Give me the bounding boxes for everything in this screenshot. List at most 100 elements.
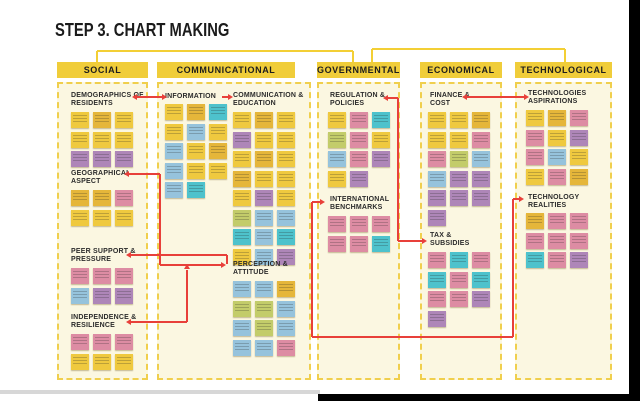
- connector-line-demographics-information: [137, 96, 162, 98]
- sticky-note: [548, 110, 566, 126]
- sticky-note: [255, 209, 273, 226]
- sticky-note: [255, 320, 273, 336]
- sticky-note: [277, 209, 295, 226]
- sticky-note: [372, 235, 390, 252]
- sticky-note: [428, 291, 446, 307]
- sticky-note: [277, 229, 295, 245]
- connector-line-social-governmental-bracket: [96, 51, 98, 62]
- connector-line-social-governmental-bracket: [352, 51, 354, 62]
- screen-edge-gray-line: [0, 390, 320, 394]
- sticky-note: [93, 334, 111, 350]
- sticky-note: [350, 170, 368, 187]
- sticky-note: [350, 112, 368, 128]
- sticky-note: [277, 190, 295, 206]
- section-label-technological-0: TECHNOLOGIES ASPIRATIONS: [528, 90, 587, 105]
- section-label-governmental-1: INTERNATIONAL BENCHMARKS: [330, 196, 390, 211]
- column-header-communicational: COMMUNICATIONAL: [157, 62, 295, 78]
- sticky-note: [428, 190, 446, 206]
- sticky-note: [233, 229, 251, 245]
- sticky-note: [255, 131, 273, 148]
- page-title: STEP 3. CHART MAKING: [55, 20, 230, 40]
- sticky-note: [93, 131, 111, 148]
- connector-line-benchmarks-realities: [513, 198, 519, 200]
- connector-arrowhead-regulation-tax: [383, 94, 388, 101]
- sticky-note: [526, 149, 544, 165]
- sticky-note: [526, 213, 544, 229]
- column-header-social: SOCIAL: [57, 62, 148, 78]
- sticky-note: [277, 300, 295, 317]
- sticky-note: [450, 170, 468, 187]
- section-label-communicational-0: INFORMATION: [165, 93, 217, 100]
- sticky-note: [570, 110, 588, 126]
- sticky-note: [115, 131, 133, 148]
- sticky-note: [472, 151, 490, 167]
- sticky-note: [233, 248, 251, 265]
- sticky-note: [548, 252, 566, 268]
- sticky-note: [255, 281, 273, 297]
- sticky-note: [570, 232, 588, 249]
- connector-line-governmental-technological-bracket: [372, 48, 565, 50]
- sticky-note: [526, 232, 544, 249]
- sticky-note: [428, 131, 446, 148]
- sticky-note: [93, 353, 111, 370]
- connector-arrowhead-regulation-tax: [422, 237, 427, 244]
- sticky-note: [548, 129, 566, 146]
- sticky-note: [372, 151, 390, 167]
- screen-edge-right: [629, 0, 640, 401]
- sticky-note: [115, 112, 133, 128]
- sticky-note: [428, 252, 446, 268]
- sticky-note: [115, 334, 133, 350]
- connector-arrowhead-benchmarks-realities: [320, 198, 325, 205]
- sticky-note: [428, 271, 446, 288]
- sticky-note: [93, 112, 111, 128]
- sticky-note: [277, 131, 295, 148]
- connector-line-geographical-perception: [160, 264, 221, 266]
- sticky-note: [350, 151, 368, 167]
- connector-line-regulation-tax: [398, 240, 422, 242]
- sticky-note: [233, 339, 251, 356]
- sticky-note: [93, 287, 111, 304]
- connector-arrowhead-geographical-perception: [124, 170, 129, 177]
- section-label-communicational-2: PERCEPTION & ATTITUDE: [233, 261, 288, 276]
- sticky-note: [71, 190, 89, 206]
- column-header-technological: TECHNOLOGICAL: [515, 62, 612, 78]
- sticky-note: [187, 123, 205, 140]
- sticky-note: [350, 131, 368, 148]
- sticky-note: [71, 287, 89, 304]
- connector-line-governmental-technological-bracket: [371, 49, 373, 62]
- sticky-note: [570, 149, 588, 165]
- section-label-social-2: PEER SUPPORT & PRESSURE: [71, 248, 136, 263]
- sticky-note: [71, 209, 89, 226]
- sticky-note: [450, 131, 468, 148]
- sticky-note: [350, 235, 368, 252]
- sticky-note: [165, 182, 183, 198]
- sticky-note: [472, 170, 490, 187]
- sticky-note: [450, 151, 468, 167]
- sticky-note: [115, 209, 133, 226]
- column-area-technological: [515, 82, 612, 380]
- sticky-note: [526, 129, 544, 146]
- sticky-note: [548, 213, 566, 229]
- sticky-note: [472, 252, 490, 268]
- sticky-note: [372, 112, 390, 128]
- sticky-note: [255, 112, 273, 128]
- sticky-note: [328, 170, 346, 187]
- sticky-note: [71, 334, 89, 350]
- sticky-note: [187, 162, 205, 179]
- sticky-note: [570, 213, 588, 229]
- connector-line-geographical-perception: [129, 173, 160, 175]
- connector-arrowhead-demographics-information: [132, 93, 137, 100]
- sticky-note: [233, 300, 251, 317]
- sticky-note: [570, 129, 588, 146]
- sticky-note: [233, 131, 251, 148]
- sticky-note: [233, 320, 251, 336]
- connector-arrowhead-benchmarks-realities: [519, 195, 524, 202]
- sticky-note: [570, 252, 588, 268]
- section-label-economical-1: TAX & SUBSIDIES: [430, 232, 470, 247]
- sticky-note: [209, 143, 227, 159]
- sticky-note: [255, 339, 273, 356]
- sticky-note: [93, 151, 111, 167]
- sticky-note: [472, 190, 490, 206]
- connector-line-peer-support-junction: [131, 254, 227, 256]
- section-label-social-3: INDEPENDENCE & RESILIENCE: [71, 314, 137, 329]
